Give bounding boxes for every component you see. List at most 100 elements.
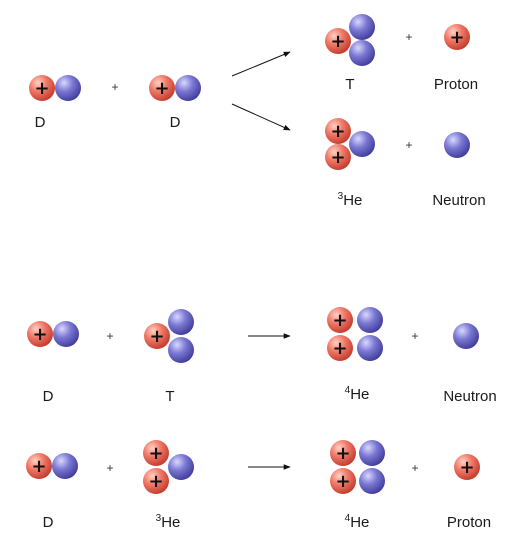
mass-number: 4 [344,385,351,396]
neutron-ball [349,131,375,157]
neutron-sphere [444,132,470,158]
label-triton-reactant: T [165,388,175,405]
neutron-ball [168,454,194,480]
mass-number: 3 [337,191,344,202]
neutron-ball [168,337,194,363]
label-proton-2: Proton [446,514,492,531]
plus-sign-icon: + [32,324,47,345]
label-helium4-1: 4He [345,386,370,404]
proton-ball [144,323,170,349]
arrow-to-helium3 [231,103,291,131]
proton-sphere: + [325,144,351,170]
plus-operator: + [106,329,114,343]
proton-sphere: + [327,335,353,361]
plus-operator: + [106,461,114,475]
neutron-sphere [453,323,479,349]
neutron-ball [55,75,81,101]
plus-sign-icon: + [149,326,164,347]
proton-ball [330,468,356,494]
plus-sign-icon: + [335,443,350,464]
plus-sign-icon: + [449,27,464,48]
label-neutron-1: Neutron [432,192,486,209]
neutron-sphere [359,468,385,494]
proton-sphere: + [454,454,480,480]
proton-sphere: + [325,28,351,54]
plus-sign-icon: + [330,147,345,168]
element-symbol: He [343,192,363,209]
neutron-ball [53,321,79,347]
proton-ball [325,144,351,170]
neutron-ball [359,468,385,494]
neutron-sphere [175,75,201,101]
proton-sphere: + [330,440,356,466]
proton-sphere: + [143,440,169,466]
arrow-to-triton [231,51,291,77]
proton-sphere: + [144,323,170,349]
proton-sphere: + [149,75,175,101]
plus-sign-icon: + [459,457,474,478]
plus-operator: + [411,329,419,343]
neutron-ball [52,453,78,479]
neutron-ball [359,440,385,466]
plus-sign-icon: + [148,443,163,464]
plus-sign-icon: + [332,338,347,359]
proton-ball [327,307,353,333]
neutron-ball [444,132,470,158]
plus-operator: + [111,80,119,94]
element-symbol: He [350,386,370,403]
proton-ball [143,468,169,494]
proton-ball [325,118,351,144]
plus-sign-icon: + [332,310,347,331]
plus-operator: + [405,138,413,152]
plus-sign-icon: + [335,471,350,492]
label-d-3: D [42,388,54,405]
neutron-ball [175,75,201,101]
label-d-2: D [169,114,181,131]
neutron-sphere [349,14,375,40]
mass-number: 3 [155,513,162,524]
proton-ball [444,24,470,50]
proton-ball [327,335,353,361]
plus-operator: + [411,461,419,475]
proton-sphere: + [143,468,169,494]
proton-ball [454,454,480,480]
proton-sphere: + [327,307,353,333]
proton-sphere: + [29,75,55,101]
label-neutron-2: Neutron [443,388,497,405]
label-helium3-reactant: 3He [156,514,181,532]
neutron-ball [357,335,383,361]
neutron-sphere [168,309,194,335]
neutron-sphere [168,337,194,363]
proton-ball [149,75,175,101]
plus-sign-icon: + [31,456,46,477]
proton-ball [26,453,52,479]
neutron-sphere [357,307,383,333]
nucleons: + + + + + + + + + + + + + + + + [26,14,480,494]
proton-sphere: + [26,453,52,479]
neutron-sphere [52,453,78,479]
plus-sign-icon: + [148,471,163,492]
element-symbol: He [161,514,181,531]
neutron-sphere [168,454,194,480]
neutron-ball [357,307,383,333]
neutron-ball [168,309,194,335]
label-proton-1: Proton [433,76,479,93]
neutron-ball [453,323,479,349]
neutron-sphere [349,40,375,66]
label-helium4-2: 4He [345,514,370,532]
neutron-sphere [349,131,375,157]
neutron-sphere [359,440,385,466]
neutron-sphere [53,321,79,347]
proton-ball [330,440,356,466]
neutron-ball [349,40,375,66]
proton-ball [325,28,351,54]
proton-sphere: + [325,118,351,144]
plus-operator: + [405,30,413,44]
label-triton-product: T [345,76,355,93]
proton-sphere: + [27,321,53,347]
neutron-ball [349,14,375,40]
label-d-1: D [34,114,46,131]
plus-sign-icon: + [330,121,345,142]
